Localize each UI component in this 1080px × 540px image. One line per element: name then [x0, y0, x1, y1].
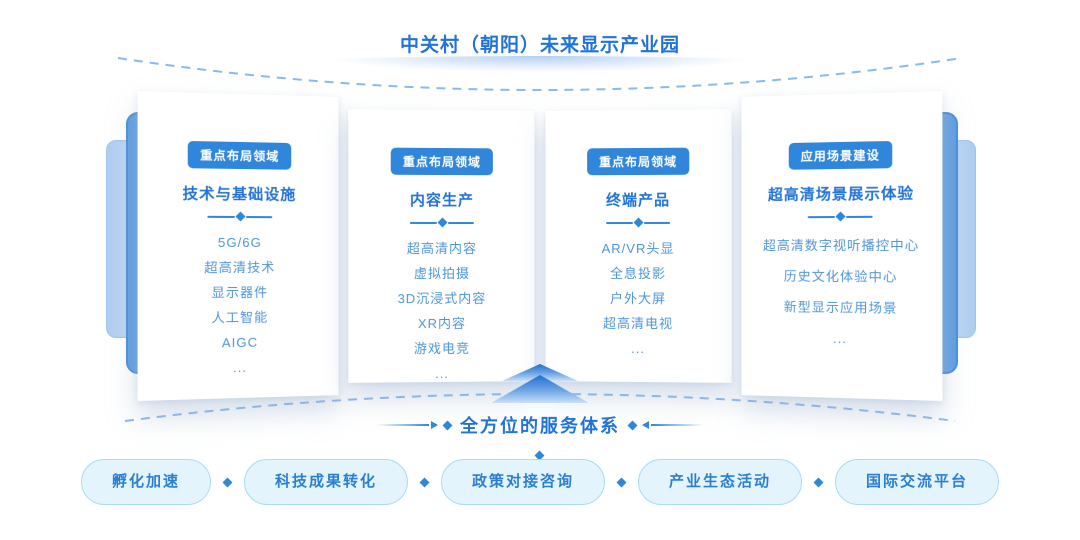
service-pill-tech-transfer: 科技成果转化 [243, 459, 408, 505]
diamond-icon [616, 477, 627, 487]
service-pill-row: 孵化加速 科技成果转化 政策对接咨询 产业生态活动 国际交流平台 [0, 459, 1080, 505]
card-badge: 重点布局领域 [187, 140, 292, 170]
divider-diamond-icon [606, 217, 671, 228]
card-badge: 应用场景建设 [788, 140, 893, 170]
title-glow-arc [250, 56, 830, 78]
card-item: 5G/6G [217, 234, 262, 251]
diamond-icon [442, 420, 453, 430]
card-fan: 重点布局领域 技术与基础设施 5G/6G 超高清技术 显示器件 人工智能 AIG… [0, 86, 1080, 406]
card-uhd-scene-experience: 应用场景建设 超高清场景展示体验 超高清数字视听播控中心 历史文化体验中心 新型… [741, 91, 943, 401]
card-item: 全息投影 [610, 265, 667, 282]
card-tech-infrastructure: 重点布局领域 技术与基础设施 5G/6G 超高清技术 显示器件 人工智能 AIG… [137, 91, 339, 401]
card-title: 终端产品 [606, 191, 671, 210]
card-item: 3D沉浸式内容 [397, 290, 487, 307]
divider-diamond-icon [409, 217, 474, 228]
card-title: 技术与基础设施 [182, 185, 297, 204]
heading-right-decoration [627, 420, 703, 430]
card-item: 超高清电视 [603, 315, 674, 332]
card-item: 超高清数字视听播控中心 [763, 237, 920, 254]
card-item: 游戏电竞 [413, 340, 470, 357]
card-title: 内容生产 [409, 191, 474, 210]
card-item: 历史文化体验中心 [783, 268, 898, 285]
card-item: AR/VR头显 [601, 240, 675, 257]
card-item-ellipsis: ... [631, 340, 645, 357]
card-item: 超高清内容 [406, 240, 477, 257]
page-title: 中关村（朝阳）未来显示产业园 [399, 35, 680, 56]
card-item: 超高清技术 [204, 259, 276, 276]
chevron-up-icon [0, 364, 1080, 381]
service-pill-policy-consult: 政策对接咨询 [440, 459, 605, 505]
card-title: 超高清场景展示体验 [767, 185, 915, 204]
card-item-ellipsis: ... [832, 330, 848, 347]
diamond-icon [222, 477, 233, 487]
card-item-list: 5G/6G 超高清技术 显示器件 人工智能 AIGC ... [138, 230, 339, 383]
card-item-list: AR/VR头显 全息投影 户外大屏 超高清电视 ... [545, 236, 731, 362]
card-item: 虚拟拍摄 [413, 265, 470, 282]
services-heading: 全方位的服务体系 [0, 412, 1080, 438]
card-item: 新型显示应用场景 [783, 299, 898, 316]
card-badge: 重点布局领域 [390, 147, 493, 176]
card-item: XR内容 [417, 315, 467, 332]
diamond-icon [813, 477, 824, 487]
arrow-left-icon [642, 421, 649, 429]
heading-left-decoration [377, 420, 453, 430]
service-pill-industry-events: 产业生态活动 [638, 459, 803, 505]
service-pill-incubation: 孵化加速 [80, 459, 211, 505]
service-pill-intl-exchange: 国际交流平台 [835, 459, 1000, 505]
card-terminal-products: 重点布局领域 终端产品 AR/VR头显 全息投影 户外大屏 超高清电视 ... [545, 109, 732, 383]
card-item-list: 超高清数字视听播控中心 历史文化体验中心 新型显示应用场景 ... [741, 230, 942, 356]
services-title: 全方位的服务体系 [460, 416, 620, 436]
card-item: 显示器件 [211, 284, 269, 301]
card-badge: 重点布局领域 [587, 147, 690, 176]
card-item: 人工智能 [211, 309, 269, 326]
chevron-up-icon [0, 375, 1080, 403]
arrow-right-icon [431, 421, 438, 429]
divider-diamond-icon [807, 211, 873, 222]
card-content-production: 重点布局领域 内容生产 超高清内容 虚拟拍摄 3D沉浸式内容 XR内容 游戏电竞… [348, 109, 535, 383]
divider-diamond-icon [207, 211, 273, 222]
card-item: 户外大屏 [610, 290, 667, 307]
diamond-icon [419, 477, 430, 487]
diamond-icon [627, 420, 638, 430]
